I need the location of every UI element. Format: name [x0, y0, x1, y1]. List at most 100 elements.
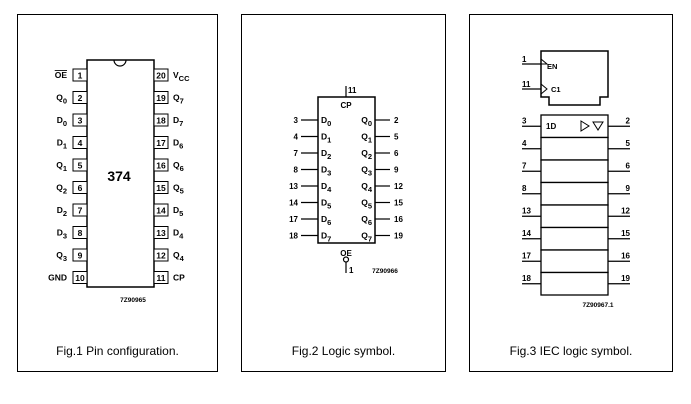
cell-input-pin: 7 [522, 161, 527, 170]
pin-box [72, 91, 88, 104]
cell-output-pin: 9 [626, 184, 631, 193]
pin-box [72, 203, 88, 217]
input-pin-number: 7 [294, 149, 299, 158]
pin-name: D5 [173, 205, 183, 218]
cp-label: CP [340, 101, 352, 110]
pin-box [153, 181, 169, 194]
pin-name: Q5 [173, 183, 184, 196]
output-pin-number: 6 [394, 149, 399, 158]
cell-output-pin: 15 [621, 229, 630, 238]
diagram-code: 7Z90967.1 [582, 302, 613, 309]
output-name: Q2 [361, 148, 372, 161]
output-pin-number: 5 [394, 133, 399, 142]
input-pin-number: 17 [289, 215, 298, 224]
cell-input-pin: 3 [522, 116, 527, 125]
pin-name: Q1 [56, 160, 67, 173]
cell-input-pin: 18 [522, 274, 531, 283]
pin-box [153, 158, 169, 172]
fig1-caption: Fig.1 Pin configuration. [56, 344, 179, 358]
pin-number: 12 [156, 251, 166, 261]
fig2-caption: Fig.2 Logic symbol. [291, 344, 396, 358]
en-negation-flag [540, 58, 549, 65]
pin-box [153, 68, 169, 82]
first-cell-label: 1D [546, 122, 556, 131]
cell-input-pin: 4 [522, 139, 527, 148]
pin-number: 2 [78, 93, 83, 103]
input-pin-number: 18 [289, 232, 298, 241]
output-pin-number: 19 [394, 232, 403, 241]
pin-number: 15 [156, 183, 166, 193]
storage-cell [540, 181, 609, 206]
chip-notch [113, 59, 127, 67]
clk-label: C1 [551, 85, 561, 94]
oe-pin-number: 1 [349, 266, 354, 275]
output-pin-number: 9 [394, 166, 399, 175]
cell-output-pin: 6 [626, 161, 631, 170]
pin-number: 9 [78, 251, 83, 261]
output-pin-number: 12 [394, 182, 403, 191]
pin-box [153, 203, 169, 217]
input-name: D2 [321, 148, 331, 161]
pin-number: 4 [78, 138, 83, 148]
cell-input-pin: 8 [522, 184, 527, 193]
input-name: D7 [321, 231, 331, 244]
input-name: D5 [321, 198, 331, 211]
buffer-icon [580, 120, 590, 132]
cell-output-pin: 16 [621, 251, 630, 260]
output-pin-number: 16 [394, 215, 403, 224]
cell-output-pin: 5 [626, 139, 631, 148]
cell-output-pin: 2 [626, 116, 631, 125]
pin-box [72, 226, 88, 239]
pin-box [153, 91, 169, 104]
output-pin-number: 15 [394, 199, 403, 208]
pin-name: GND [48, 273, 67, 283]
three-state-icon [592, 121, 604, 131]
output-name: Q1 [361, 132, 372, 145]
control-block [540, 50, 609, 106]
pin-name: Q4 [173, 250, 185, 263]
output-name: Q0 [361, 115, 372, 128]
output-name: Q7 [361, 231, 372, 244]
input-pin-number: 3 [294, 116, 299, 125]
pin-name: Q3 [56, 250, 67, 263]
pin-box [72, 136, 88, 149]
pin-name: CP [173, 273, 185, 283]
input-pin-number: 8 [294, 166, 299, 175]
output-name: Q3 [361, 165, 372, 178]
storage-cell [540, 159, 609, 184]
pin-name: OE [55, 70, 68, 80]
pin-number: 10 [75, 273, 85, 283]
output-name: Q6 [361, 214, 372, 227]
input-name: D4 [321, 181, 332, 194]
diagram-code: 7Z90966 [372, 268, 398, 275]
output-name: Q5 [361, 198, 372, 211]
cell-input-pin: 13 [522, 206, 531, 215]
pin-box [72, 181, 88, 194]
pin-number: 14 [156, 206, 166, 216]
pin-number: 20 [156, 71, 166, 81]
storage-cell [540, 226, 609, 251]
pin-number: 6 [78, 183, 83, 193]
fig3-caption: Fig.3 IEC logic symbol. [509, 344, 633, 358]
pin-number: 11 [157, 273, 166, 283]
pin-name: D1 [57, 138, 67, 151]
input-name: D0 [321, 115, 331, 128]
output-name: Q4 [361, 181, 373, 194]
input-name: D6 [321, 214, 331, 227]
pin-box [72, 113, 88, 127]
clk-pin-number: 11 [522, 80, 531, 89]
en-label: EN [547, 62, 557, 71]
pin-name: D4 [173, 228, 184, 241]
pin-number: 13 [156, 228, 166, 238]
pin-name: D3 [57, 228, 67, 241]
input-name: D3 [321, 165, 331, 178]
pin-name: D0 [57, 115, 67, 128]
pin-name: Q0 [56, 93, 67, 106]
pin-box [153, 226, 169, 239]
pin-box [153, 271, 169, 284]
storage-cell [540, 136, 609, 161]
